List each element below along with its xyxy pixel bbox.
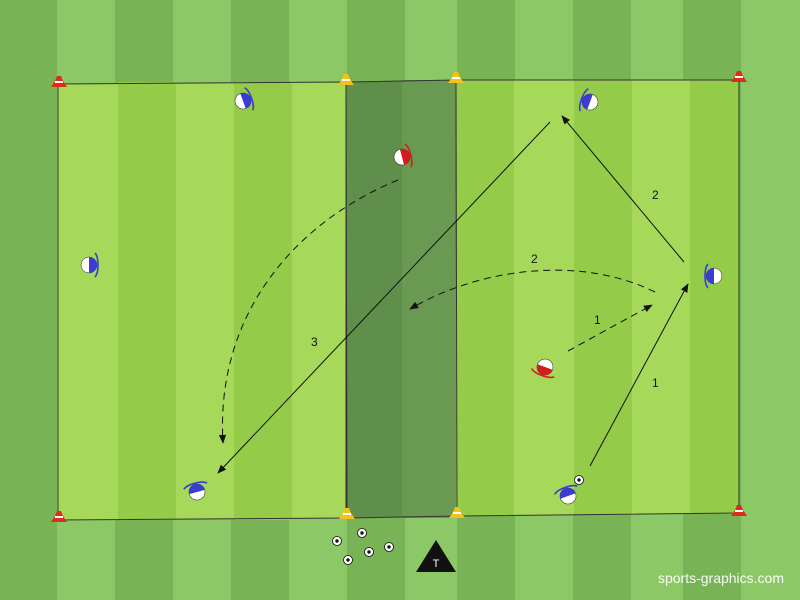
red-player-icon — [530, 358, 555, 379]
trainer-icon: T — [416, 540, 456, 572]
cone-red-icon — [731, 71, 747, 82]
cone-yellow-icon — [448, 72, 464, 83]
pass-arrow-2 — [561, 115, 685, 263]
left-zone — [57, 81, 347, 521]
arrow-label-3-pass: 3 — [311, 335, 318, 349]
ball-icon — [384, 542, 394, 552]
blue-player-icon — [80, 252, 99, 278]
central-zone — [345, 79, 458, 519]
pass-arrow-3 — [217, 121, 551, 474]
blue-player-icon — [704, 263, 723, 289]
watermark-text: sports-graphics.com — [658, 570, 784, 586]
arrow-labels: 1 1 2 2 3 — [311, 188, 659, 390]
cone-yellow-icon — [449, 507, 465, 518]
cone-yellow-icon — [338, 74, 354, 85]
blue-player-icon — [234, 86, 255, 111]
movement-arrows — [217, 115, 689, 474]
arrow-label-1-pass: 1 — [652, 376, 659, 390]
cone-yellow-icon — [339, 508, 355, 519]
arrow-label-1-run: 1 — [594, 313, 601, 327]
run-arrow-3 — [218, 179, 399, 444]
blue-player-icon — [578, 87, 599, 112]
cone-red-icon — [51, 76, 67, 87]
arrow-label-2-pass: 2 — [652, 188, 659, 202]
cones — [51, 71, 747, 522]
trainer-label: T — [433, 558, 440, 570]
red-player-icon — [393, 143, 413, 168]
blue-player-icon — [553, 484, 578, 505]
ball-icon — [357, 528, 367, 538]
run-arrow-1 — [567, 304, 653, 352]
ball-icon — [574, 475, 584, 485]
cone-red-icon — [731, 505, 747, 516]
ball-icon — [332, 536, 342, 546]
blue-player-icon — [183, 481, 208, 501]
cone-red-icon — [51, 511, 67, 522]
arrow-label-2-run: 2 — [531, 252, 538, 266]
ball-icon — [343, 555, 353, 565]
balls — [332, 475, 584, 565]
ball-icon — [364, 547, 374, 557]
pass-arrow-1 — [589, 283, 689, 467]
right-zone — [455, 79, 740, 517]
players — [80, 86, 723, 505]
